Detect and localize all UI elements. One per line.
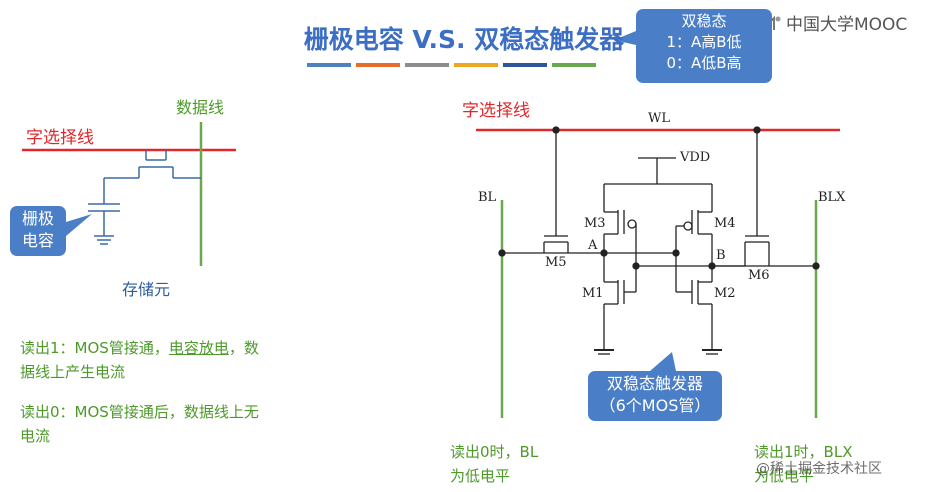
read1-prefix: 读出1：MOS管接通， [20, 339, 169, 357]
title-divider [307, 63, 596, 67]
ff-bubble-tail [650, 352, 676, 371]
left-read0-note: 读出0：MOS管接通后，数据线上无 电流 [20, 400, 259, 448]
node-a-label: A [588, 238, 598, 253]
m3-label: M3 [584, 216, 606, 231]
left-read0-line1: 读出0：MOS管接通后，数据线上无 [20, 403, 259, 421]
read1-underlined: 电容放电 [168, 339, 229, 357]
wl-label: WL [648, 111, 670, 126]
right-read0-line2: 为低电平 [450, 467, 511, 485]
left-cell-circuit [22, 122, 236, 266]
flipflop-bubble: 双稳态触发器 （6个MOS管） [588, 371, 722, 421]
storage-cell-label: 存储元 [122, 280, 171, 299]
m6-label: M6 [748, 268, 770, 283]
m1-label: M1 [582, 286, 604, 301]
sram-circuit [476, 126, 840, 418]
gate-cap-line2: 电容 [21, 231, 54, 250]
brand-text: 中国大学MOOC [786, 15, 908, 35]
brand-logo: 中国大学MOOC [760, 10, 907, 35]
right-read1-note: 读出1时，BLX 为低电平 [754, 440, 852, 488]
right-read0-note: 读出0时，BL 为低电平 [450, 440, 538, 488]
left-data-line-label: 数据线 [176, 98, 225, 117]
bistable-line1: 1：A高B低 [666, 33, 742, 51]
left-read1-line2: 据线上产生电流 [20, 363, 126, 381]
m2-label: M2 [714, 286, 736, 301]
left-word-line-label: 字选择线 [26, 128, 94, 148]
bistable-note-bubble: 双稳态 1：A高B低 0：A低B高 [636, 9, 772, 83]
watermark: @稀土掘金技术社区 [756, 461, 882, 477]
bistable-title: 双稳态 [681, 12, 727, 30]
gate-cap-line1: 栅极 [21, 209, 54, 228]
gate-bubble-tail [66, 214, 92, 236]
m4-label: M4 [714, 216, 736, 231]
vdd-label: VDD [680, 150, 711, 165]
left-read1-line1: 读出1：MOS管接通，电容放电，数 [20, 336, 259, 360]
gate-capacitance-bubble: 栅极 电容 [10, 206, 66, 256]
ff-line2: （6个MOS管） [599, 396, 711, 415]
right-read1-line2: 为低电平 [754, 467, 815, 485]
right-read1-line1: 读出1时，BLX [754, 443, 853, 461]
bistable-bubble-tail [614, 31, 636, 45]
node-b-label: B [716, 248, 726, 263]
bistable-line2: 0：A低B高 [666, 54, 742, 72]
right-read0-line1: 读出0时，BL [450, 443, 539, 461]
bl-label: BL [478, 190, 497, 205]
left-read1-note: 读出1：MOS管接通，电容放电，数 据线上产生电流 [20, 336, 259, 384]
blx-label: BLX [818, 190, 846, 205]
page-title: 栅极电容 V.S. 双稳态触发器 [303, 25, 625, 54]
read1-suffix: ，数 [228, 339, 259, 357]
ff-line1: 双稳态触发器 [606, 374, 703, 393]
left-read0-line2: 电流 [20, 427, 51, 445]
right-word-line-label: 字选择线 [462, 101, 530, 121]
m5-label: M5 [545, 255, 567, 270]
